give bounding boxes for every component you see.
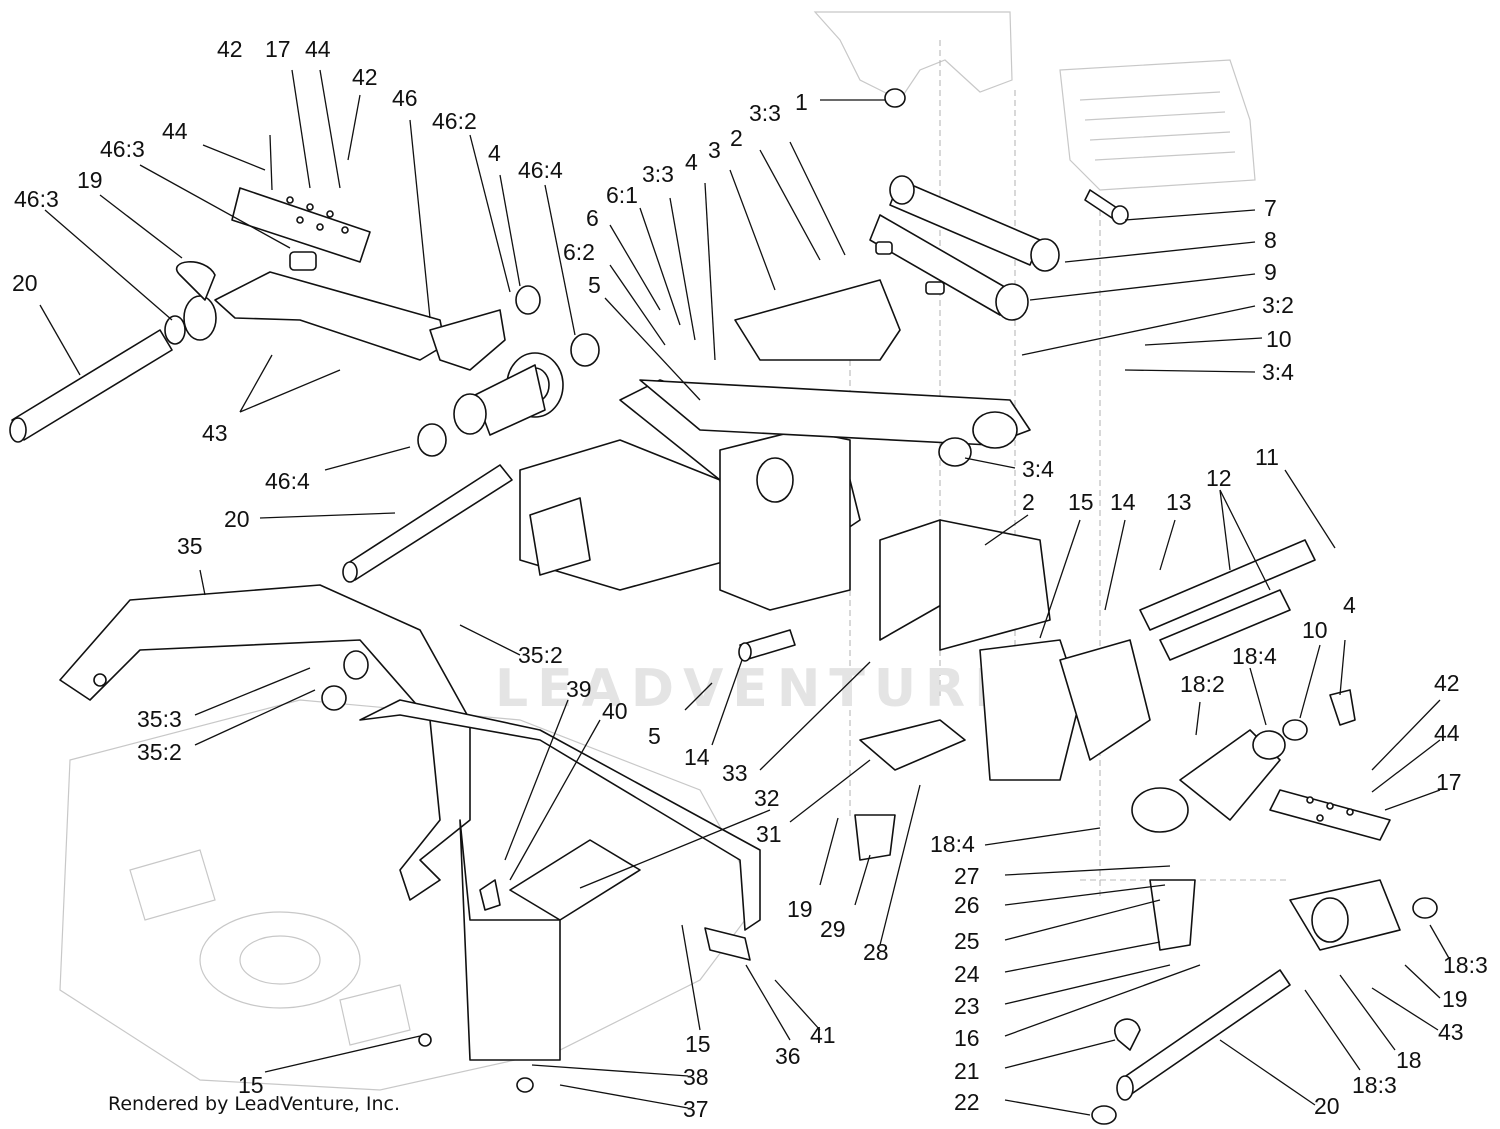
callout-label: 20 <box>12 270 38 296</box>
callout-label: 31 <box>756 821 782 847</box>
callout-label: 16 <box>954 1025 980 1051</box>
callout-label: 9 <box>1264 259 1277 285</box>
callout-label: 42 <box>217 36 243 62</box>
callout-label: 35:2 <box>137 739 182 765</box>
callout-label: 37 <box>683 1096 709 1122</box>
callout-label: 5 <box>588 272 601 298</box>
callout-label: 20 <box>1314 1093 1340 1119</box>
callout-label: 46:2 <box>432 108 477 134</box>
callout-label: 44 <box>1434 720 1460 746</box>
callout-label: 36 <box>775 1043 801 1069</box>
callout-label: 2 <box>1022 489 1035 515</box>
callout-label: 22 <box>954 1089 980 1115</box>
callout-label: 3:4 <box>1022 456 1054 482</box>
callout-label: 6:1 <box>606 182 638 208</box>
callout-label: 4 <box>685 149 698 175</box>
callout-label: 4 <box>488 140 501 166</box>
callout-label: 20 <box>224 506 250 532</box>
callout-label: 10 <box>1266 326 1292 352</box>
callout-label: 11 <box>1255 444 1279 470</box>
callout-label: 15 <box>1068 489 1094 515</box>
callout-label: 18:4 <box>1232 643 1277 669</box>
callout-label: 19 <box>77 167 103 193</box>
callout-label: 18:3 <box>1443 952 1488 978</box>
render-credit: Rendered by LeadVenture, Inc. <box>108 1093 401 1115</box>
callout-label: 8 <box>1264 227 1277 253</box>
callout-label: 3:3 <box>642 161 674 187</box>
callout-label: 25 <box>954 928 980 954</box>
watermark-text: LEADVENTURE <box>495 659 1019 719</box>
callout-label: 19 <box>787 896 813 922</box>
center-frame-assembly <box>342 279 1051 662</box>
callout-label: 18 <box>1396 1047 1422 1073</box>
callout-label: 32 <box>754 785 780 811</box>
callout-label: 42 <box>352 64 378 90</box>
callout-label: 15 <box>685 1031 711 1057</box>
callout-label: 41 <box>810 1022 836 1048</box>
callout-label: 46:3 <box>14 186 59 212</box>
callout-label: 2 <box>730 125 743 151</box>
callout-label: 43 <box>202 420 228 446</box>
callout-label: 46:4 <box>265 468 310 494</box>
callout-label: 18:2 <box>1180 671 1225 697</box>
callout-label: 19 <box>1442 986 1468 1012</box>
callout-label: 28 <box>863 939 889 965</box>
callout-label: 3:4 <box>1262 359 1294 385</box>
callout-label: 15 <box>238 1072 264 1098</box>
callout-label: 46:3 <box>100 136 145 162</box>
callout-label: 42 <box>1434 670 1460 696</box>
callout-label: 14 <box>1110 489 1136 515</box>
right-lift-arm-assembly <box>979 539 1438 1125</box>
callout-label: 17 <box>265 36 291 62</box>
callout-label: 6:2 <box>563 239 595 265</box>
callout-label: 12 <box>1206 465 1232 491</box>
callout-label: 26 <box>954 892 980 918</box>
left-lift-arm-assembly <box>9 187 600 457</box>
hydraulic-cylinders <box>869 88 1129 321</box>
callout-label: 43 <box>1438 1019 1464 1045</box>
callout-label: 3:3 <box>749 100 781 126</box>
callout-label: 13 <box>1166 489 1192 515</box>
callout-label: 1 <box>795 89 808 115</box>
callout-label: 35:3 <box>137 706 182 732</box>
callout-label: 44 <box>162 118 188 144</box>
callout-label: 5 <box>648 723 661 749</box>
callout-label: 33 <box>722 760 748 786</box>
callout-label: 29 <box>820 916 846 942</box>
callout-label: 24 <box>954 961 980 987</box>
callout-label: 14 <box>684 744 710 770</box>
callout-label: 18:4 <box>930 831 975 857</box>
callout-label: 7 <box>1264 195 1277 221</box>
callout-label: 3 <box>708 137 721 163</box>
callout-label: 23 <box>954 993 980 1019</box>
callout-label: 40 <box>602 698 628 724</box>
callout-leaders <box>39 69 1451 1116</box>
callout-label: 17 <box>1436 769 1462 795</box>
callout-label: 18:3 <box>1352 1072 1397 1098</box>
callout-label: 35:2 <box>518 642 563 668</box>
callout-labels: 42 17 44 42 46 44 46:3 19 46:3 20 46:2 4… <box>12 36 1488 1122</box>
callout-label: 6 <box>586 205 599 231</box>
callout-label: 10 <box>1302 617 1328 643</box>
callout-label: 4 <box>1343 592 1356 618</box>
lever-and-pedal <box>59 584 966 1093</box>
callout-label: 46 <box>392 85 418 111</box>
callout-label: 46:4 <box>518 157 563 183</box>
callout-label: 38 <box>683 1064 709 1090</box>
callout-label: 27 <box>954 863 980 889</box>
callout-label: 21 <box>954 1058 980 1084</box>
callout-label: 35 <box>177 533 203 559</box>
callout-label: 39 <box>566 676 592 702</box>
callout-label: 3:2 <box>1262 292 1294 318</box>
callout-label: 44 <box>305 36 331 62</box>
